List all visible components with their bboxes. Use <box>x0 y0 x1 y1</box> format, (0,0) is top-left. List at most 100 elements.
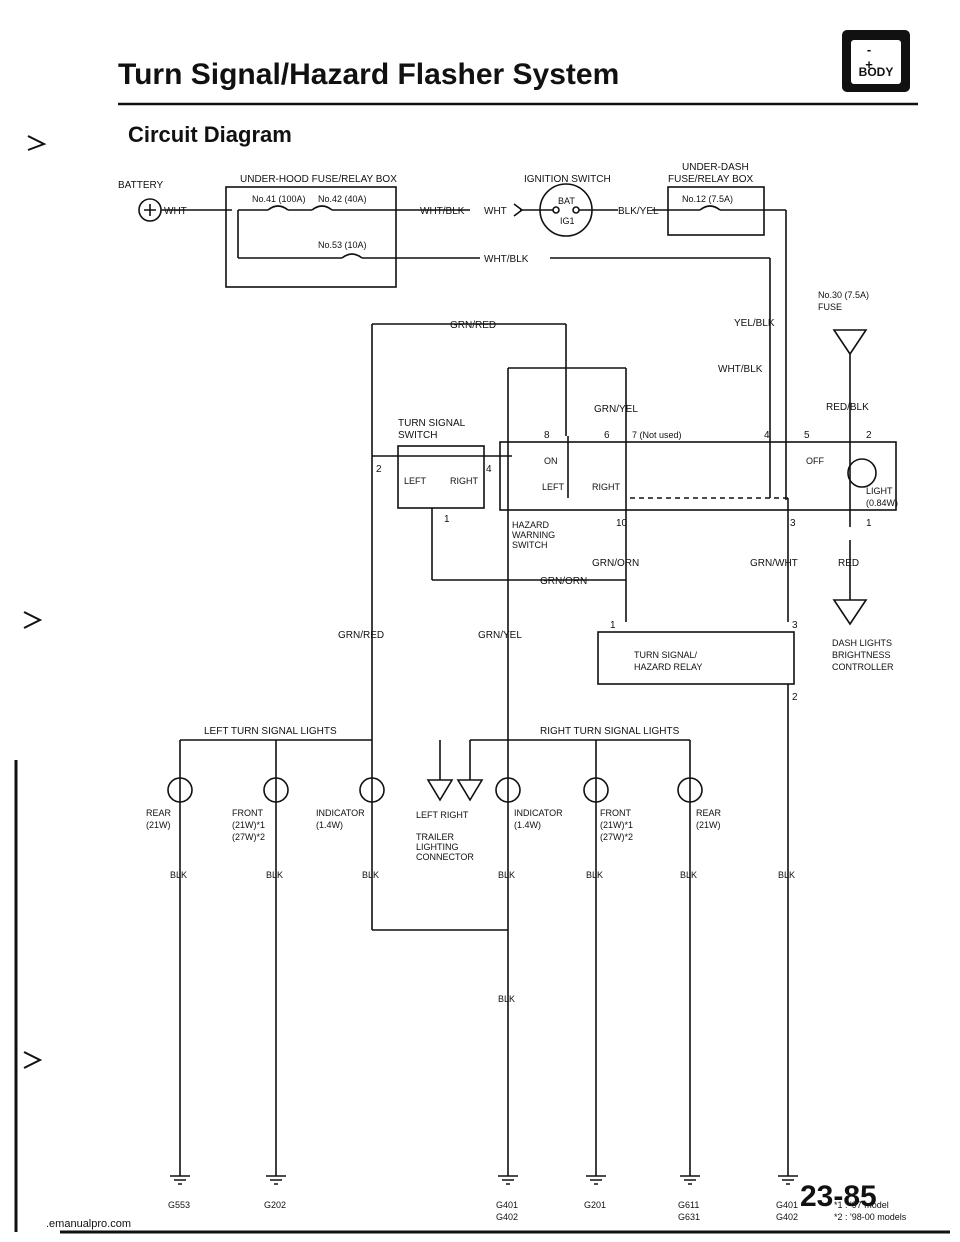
dash-lights-label: DASH LIGHTS <box>832 638 892 648</box>
battery-label: BATTERY <box>118 180 164 191</box>
bat-terminal-label: BAT <box>558 196 575 206</box>
rear-left-watt: (21W) <box>146 820 171 830</box>
under-hood-box-label: UNDER-HOOD FUSE/RELAY BOX <box>240 174 397 185</box>
relay-pin-2: 2 <box>792 692 798 703</box>
section-title: Circuit Diagram <box>128 122 292 147</box>
wire-blk-3: BLK <box>362 870 379 880</box>
dash-lights-label-2: BRIGHTNESS <box>832 650 891 660</box>
dash-lights-label-3: CONTROLLER <box>832 662 894 672</box>
battery-icon: - + <box>865 42 887 72</box>
front-left-label: FRONT <box>232 808 263 818</box>
fuse-12-label: No.12 (7.5A) <box>682 194 733 204</box>
wire-blk-yel-label: BLK/YEL <box>618 206 659 217</box>
front-left-watt: (21W)*1 <box>232 820 265 830</box>
wire-blk-8: BLK <box>498 994 515 1004</box>
relay-pin-3: 3 <box>792 620 798 631</box>
trailer-label-2: LIGHTING <box>416 842 459 852</box>
indicator-right-label: INDICATOR <box>514 808 563 818</box>
wire-grn-orn-label-2: GRN/ORN <box>540 576 587 587</box>
hazard-switch-label-2: WARNING <box>512 530 555 540</box>
hazard-switch-label: HAZARD <box>512 520 550 530</box>
ground-g401-left: G401 <box>496 1200 518 1210</box>
ground-g401-right: G401 <box>776 1200 798 1210</box>
turn-signal-switch-label-2: SWITCH <box>398 430 437 441</box>
fuse-53-label: No.53 (10A) <box>318 240 367 250</box>
pin-10: 10 <box>616 518 628 529</box>
footer-url[interactable]: .emanualpro.com <box>46 1218 131 1230</box>
indicator-right-watt: (1.4W) <box>514 820 541 830</box>
fuse-41-label: No.41 (100A) <box>252 194 306 204</box>
relay-label-2: HAZARD RELAY <box>634 662 702 672</box>
ignition-switch-label: IGNITION SWITCH <box>524 174 611 185</box>
front-right-watt-2: (27W)*2 <box>600 832 633 842</box>
fuse-30-label-2: FUSE <box>818 302 842 312</box>
pin-8: 8 <box>544 430 550 441</box>
hazard-on-label: ON <box>544 456 558 466</box>
pin-3: 3 <box>790 518 796 529</box>
indicator-left-label: INDICATOR <box>316 808 365 818</box>
wire-yel-blk-label: YEL/BLK <box>734 318 775 329</box>
pin-2: 2 <box>866 430 872 441</box>
hazard-off-label: OFF <box>806 456 824 466</box>
wire-wht-blk-label-2: WHT/BLK <box>484 254 529 265</box>
footnote-1: *1 : '97 model <box>834 1200 889 1210</box>
switch-left-label: LEFT <box>404 476 427 486</box>
footnote-2: *2 : '98-00 models <box>834 1212 907 1222</box>
right-lights-label: RIGHT TURN SIGNAL LIGHTS <box>540 726 680 737</box>
trailer-label: TRAILER <box>416 832 455 842</box>
wire-wht-label-2: WHT <box>484 206 507 217</box>
ground-g402-left: G402 <box>496 1212 518 1222</box>
hazard-switch-label-3: SWITCH <box>512 540 548 550</box>
wire-wht-blk-label: WHT/BLK <box>420 206 465 217</box>
left-lights-label: LEFT TURN SIGNAL LIGHTS <box>204 726 337 737</box>
pin-1-light: 1 <box>866 518 872 529</box>
wire-blk-6: BLK <box>680 870 697 880</box>
turn-signal-switch-label: TURN SIGNAL <box>398 418 466 429</box>
fuse-30-label: No.30 (7.5A) <box>818 290 869 300</box>
wire-wht-label: WHT <box>164 206 187 217</box>
hazard-left-label: LEFT <box>542 482 565 492</box>
wire-grn-red-label-2: GRN/RED <box>338 630 384 641</box>
wire-red-blk-label: RED/BLK <box>826 402 869 413</box>
trailer-label-3: CONNECTOR <box>416 852 474 862</box>
relay-pin-1: 1 <box>610 620 616 631</box>
ground-g553: G553 <box>168 1200 190 1210</box>
under-dash-box-label: UNDER-DASH <box>682 162 749 173</box>
wire-blk-7: BLK <box>778 870 795 880</box>
wire-blk-5: BLK <box>586 870 603 880</box>
trailer-left-right-label: LEFT RIGHT <box>416 810 469 820</box>
hazard-right-label: RIGHT <box>592 482 621 492</box>
light-label: LIGHT <box>866 486 893 496</box>
ground-g631: G631 <box>678 1212 700 1222</box>
wire-wht-blk-label-3: WHT/BLK <box>718 364 763 375</box>
ig1-terminal-label: IG1 <box>560 216 575 226</box>
indicator-left-watt: (1.4W) <box>316 820 343 830</box>
page-number: 23-85 <box>800 1180 877 1213</box>
front-left-watt-2: (27W)*2 <box>232 832 265 842</box>
switch-right-label: RIGHT <box>450 476 479 486</box>
front-right-label: FRONT <box>600 808 631 818</box>
ground-g611: G611 <box>678 1200 699 1210</box>
light-watt-label: (0.84W) <box>866 498 898 508</box>
pin-6: 6 <box>604 430 610 441</box>
pin-4: 4 <box>764 430 770 441</box>
switch-pin-1: 1 <box>444 514 450 525</box>
wire-blk-4: BLK <box>498 870 515 880</box>
ground-g402-right: G402 <box>776 1212 798 1222</box>
wire-red-label: RED <box>838 558 859 569</box>
under-dash-box-label-2: FUSE/RELAY BOX <box>668 174 754 185</box>
page-title: Turn Signal/Hazard Flasher System <box>118 58 620 91</box>
rear-left-label: REAR <box>146 808 172 818</box>
wire-grn-orn-label: GRN/ORN <box>592 558 639 569</box>
ground-g202: G202 <box>264 1200 286 1210</box>
fuse-42-label: No.42 (40A) <box>318 194 367 204</box>
rear-right-watt: (21W) <box>696 820 721 830</box>
pin-5: 5 <box>804 430 810 441</box>
wire-blk-1: BLK <box>170 870 187 880</box>
badge-label: BODY <box>858 65 894 79</box>
front-right-watt: (21W)*1 <box>600 820 633 830</box>
ground-g201: G201 <box>584 1200 606 1210</box>
wire-grn-red-label: GRN/RED <box>450 320 496 331</box>
relay-label: TURN SIGNAL/ <box>634 650 698 660</box>
